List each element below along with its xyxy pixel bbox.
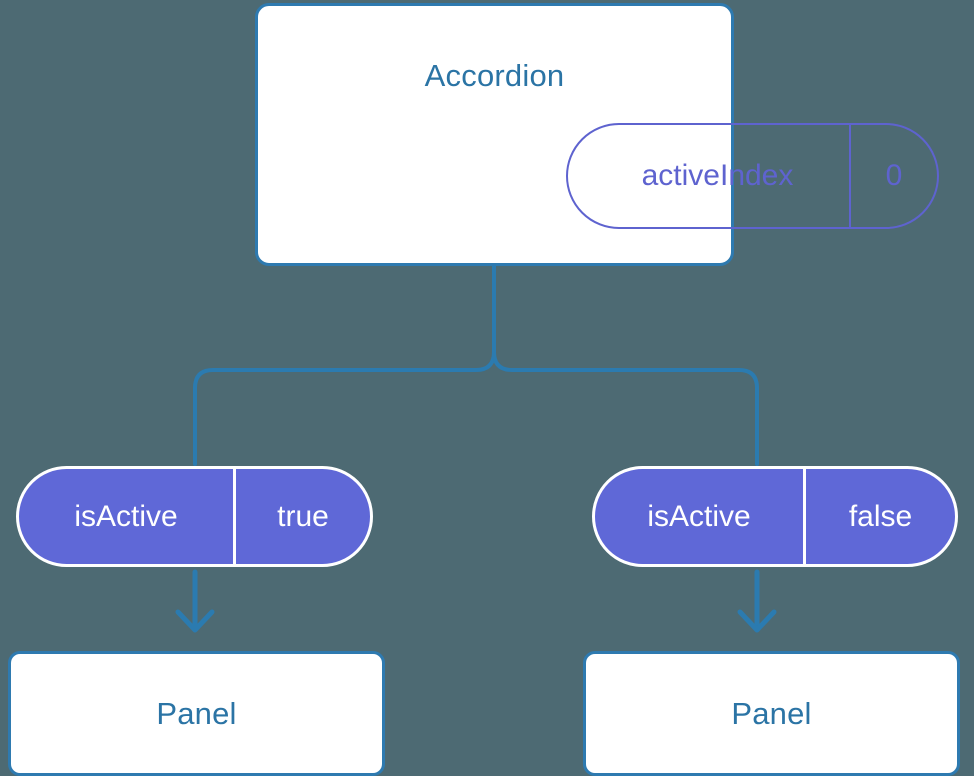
prop-chip-is-active-true[interactable]: isActive true: [16, 466, 373, 567]
panel-title-right: Panel: [731, 696, 812, 731]
accordion-component-card[interactable]: Accordion activeIndex 0: [255, 3, 939, 266]
prop-chip-key: isActive: [647, 499, 751, 533]
prop-chip-is-active-false[interactable]: isActive false: [592, 466, 958, 567]
connector-to-right-branch: [492, 264, 759, 466]
connector-to-left-branch: [193, 264, 496, 466]
prop-chip-value: true: [233, 469, 370, 564]
accordion-title: Accordion: [424, 58, 565, 93]
panel-component-card-right[interactable]: Panel: [583, 651, 960, 776]
state-chip-active-index[interactable]: activeIndex 0: [566, 123, 939, 229]
panel-component-card-left[interactable]: Panel: [8, 651, 385, 776]
state-chip-value: 0: [849, 125, 937, 227]
panel-title-left: Panel: [156, 696, 237, 731]
arrow-head-right-icon: [737, 609, 777, 633]
arrow-head-left-icon: [175, 609, 215, 633]
state-chip-key: activeIndex: [641, 159, 794, 192]
prop-chip-value: false: [803, 469, 955, 564]
prop-chip-key: isActive: [74, 499, 178, 533]
